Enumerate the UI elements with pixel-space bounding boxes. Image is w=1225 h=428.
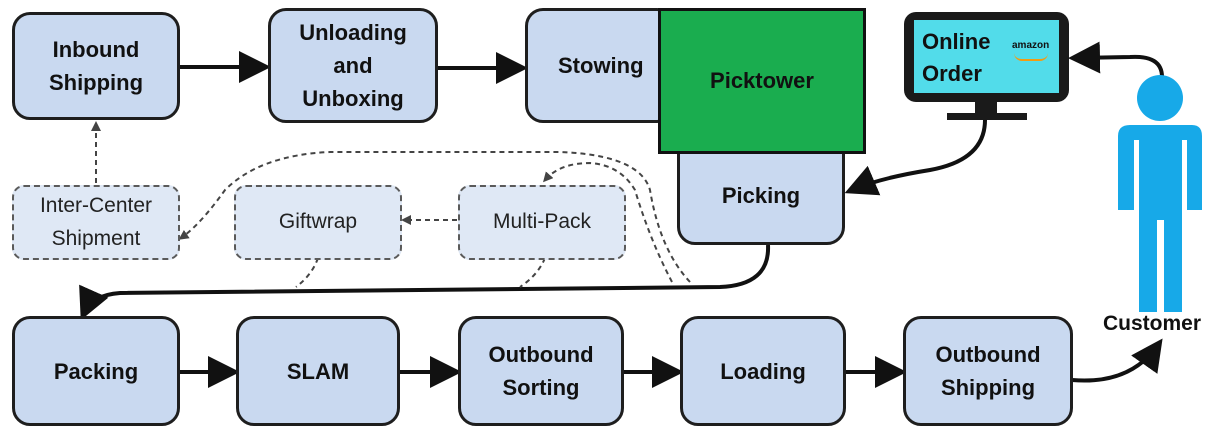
node-label: Multi-Pack — [492, 210, 592, 234]
person-icon — [1118, 75, 1202, 312]
monitor-icon: Online Order amazon — [904, 12, 1069, 102]
arrow-order-to-picking — [844, 119, 987, 196]
node-label: Outbound Sorting — [488, 342, 594, 400]
node-label: Inter-Center Shipment — [39, 193, 153, 250]
node-label: SLAM — [286, 358, 350, 384]
monitor-stand-neck — [975, 101, 997, 115]
node-inter-center-shipment: Inter-Center Shipment — [12, 185, 180, 260]
arrow-outbound-to-customer — [1071, 338, 1163, 383]
node-label: Stowing — [558, 53, 644, 78]
node-label: Giftwrap — [278, 210, 358, 234]
dashed-multipack-down — [519, 257, 546, 288]
arrow-picking-to-packing — [79, 244, 771, 321]
node-label: Loading — [720, 358, 806, 384]
brand-logo: amazon — [1012, 40, 1050, 51]
node-outbound-shipping: Outbound Shipping — [903, 316, 1073, 426]
node-inbound-shipping: Inbound Shipping — [12, 12, 180, 120]
node-outbound-sorting: Outbound Sorting — [458, 316, 624, 426]
monitor-stand-base — [947, 113, 1027, 120]
node-label: Unloading and Unboxing — [299, 20, 407, 111]
node-giftwrap: Giftwrap — [234, 185, 402, 260]
node-label: Picktower — [710, 68, 814, 93]
customer-label: Customer — [1103, 312, 1202, 335]
dashed-loop-to-multipack — [543, 161, 673, 283]
node-slam: SLAM — [236, 316, 400, 426]
node-label: Picking — [721, 182, 801, 208]
node-label: Packing — [53, 358, 139, 384]
order-text: Online Order — [922, 29, 991, 86]
node-label: Inbound Shipping — [48, 37, 144, 95]
node-picktower: Picktower — [658, 8, 866, 154]
node-stowing: Stowing — [525, 8, 675, 123]
node-multi-pack: Multi-Pack — [458, 185, 626, 260]
dashed-giftwrap-down — [295, 257, 319, 288]
node-loading: Loading — [680, 316, 846, 426]
brand-smile-icon — [1014, 53, 1048, 61]
arrow-customer-to-order — [1068, 41, 1164, 78]
node-packing: Packing — [12, 316, 180, 426]
node-label: Outbound Shipping — [935, 342, 1041, 400]
node-unloading-unboxing: Unloading and Unboxing — [268, 8, 438, 123]
dashed-picking-to-inter-center — [178, 151, 691, 283]
order-screen: Online Order amazon — [914, 20, 1059, 93]
